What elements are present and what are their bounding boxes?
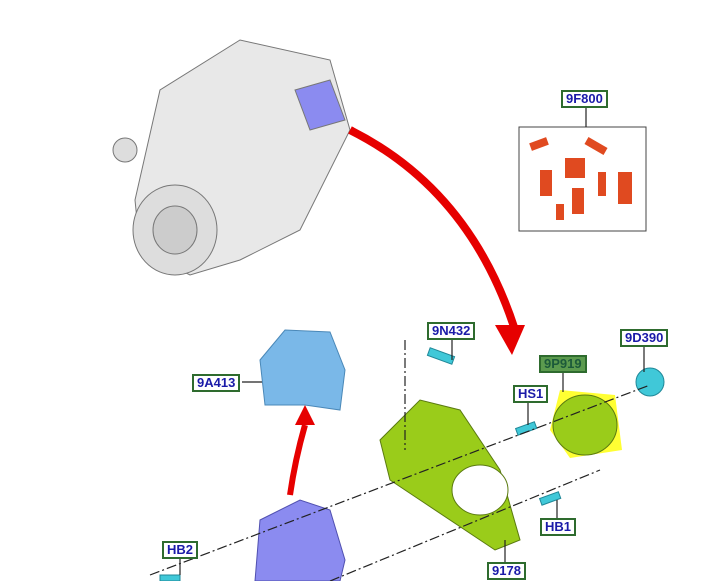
callout-9F800[interactable]: 9F800 <box>561 90 608 108</box>
callout-HB2[interactable]: HB2 <box>162 541 199 559</box>
callout-9D390[interactable]: 9D390 <box>620 329 669 347</box>
fuel-pump-illustration <box>254 499 346 581</box>
cover-9A413 <box>259 329 346 411</box>
callout-9P919[interactable]: 9P919 <box>539 355 587 373</box>
big-arrow-head <box>495 325 525 355</box>
callout-9178[interactable]: 9178 <box>487 562 526 580</box>
callout-9A413[interactable]: 9A413 <box>192 374 241 392</box>
callout-HB1[interactable]: HB1 <box>540 518 577 536</box>
parts-kit-box <box>518 126 647 232</box>
engine-illustration <box>112 39 351 276</box>
callout-HS1[interactable]: HS1 <box>513 385 549 403</box>
callout-9N432[interactable]: 9N432 <box>427 322 476 340</box>
small-arrow <box>287 424 308 496</box>
big-arrow <box>348 126 519 332</box>
